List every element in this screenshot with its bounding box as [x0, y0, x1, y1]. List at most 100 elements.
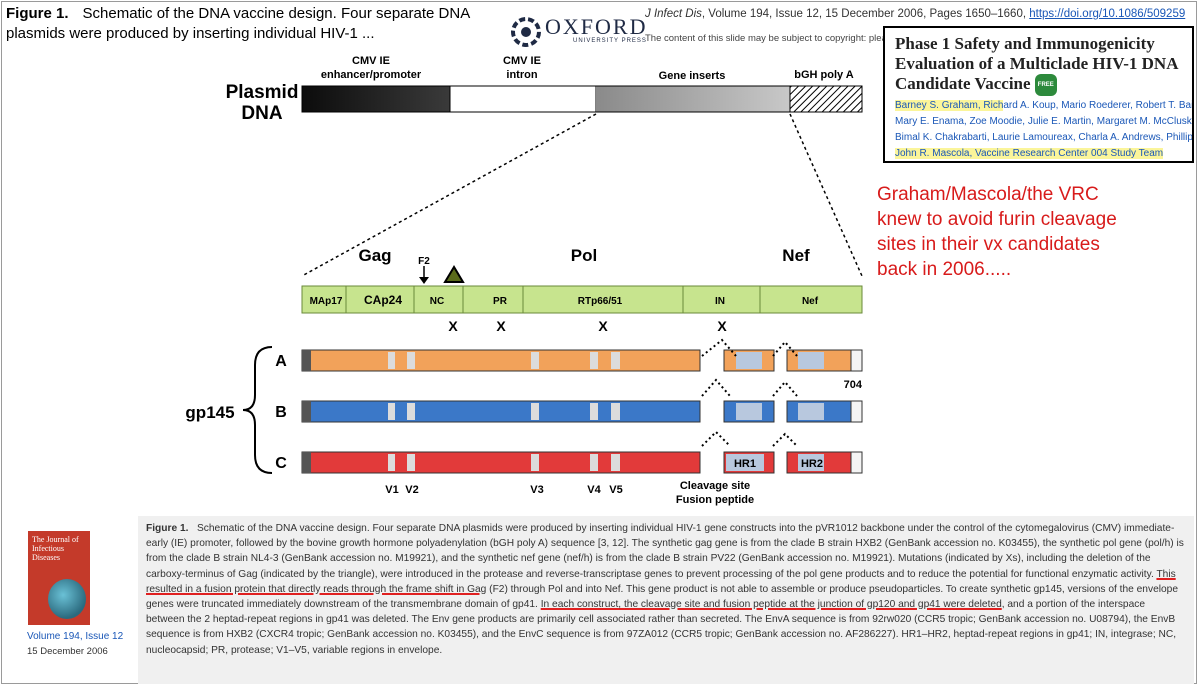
author-text: Bimal K. Chakrabarti, Laurie Lamoureax, … — [895, 132, 1194, 143]
construct-label-a: A — [275, 353, 287, 370]
variable-region-label: V1 — [385, 484, 398, 496]
cover-illustration — [48, 579, 86, 619]
construct-label-b: B — [275, 404, 287, 421]
frameshift-label: F2 — [418, 256, 430, 267]
mutation-x-mark: X — [598, 318, 608, 334]
paper-card[interactable]: Phase 1 Safety and Immunogenicity Evalua… — [883, 26, 1194, 163]
author-line-4[interactable]: John R. Mascola, Vaccine Research Center… — [895, 148, 1163, 159]
cytoplasmic-tail-block — [851, 350, 862, 371]
author-highlight: Barney S. Graham, Rich — [895, 100, 1003, 111]
segment-label-cmv-intron: intron — [506, 69, 537, 81]
author-line-1[interactable]: Barney S. Graham, Richard A. Koup, Mario… — [895, 100, 1194, 111]
variable-region-label: V5 — [609, 484, 622, 496]
variable-region-label: V2 — [405, 484, 418, 496]
gp145-brace — [243, 347, 272, 473]
zoom-line-left — [302, 114, 596, 276]
free-badge: FREE — [1035, 74, 1057, 96]
author-text: ard A. Koup, Mario Roederer, Robert T. B… — [1003, 100, 1194, 111]
issue-date: 15 December 2006 — [27, 646, 108, 657]
variable-region-block — [531, 403, 539, 420]
variable-region-block — [590, 454, 598, 471]
frameshift-arrowhead-icon — [419, 277, 429, 284]
segment-label-cmv-enhancer: CMV IE — [352, 55, 390, 67]
plasmid-label: Plasmid — [226, 82, 299, 103]
mutation-x-mark: X — [496, 318, 506, 334]
plasmid-segment-cmv-intron — [450, 86, 596, 112]
deletion-triangle-icon — [445, 267, 463, 282]
author-line-3[interactable]: Bimal K. Chakrabarti, Laurie Lamoureax, … — [895, 132, 1194, 143]
construct-c-main — [302, 452, 700, 473]
gene-domain-in: IN — [715, 296, 725, 307]
gene-domain-map17: MAp17 — [310, 296, 343, 307]
plasmid-segment-bgh — [790, 86, 862, 112]
vaccine-schematic: Plasmid DNA CMV IE enhancer/promoter CMV… — [0, 0, 880, 515]
gene-domain-rt: RTp66/51 — [578, 296, 623, 307]
signal-peptide-block — [302, 350, 311, 371]
plasmid-segment-cmv-enhancer — [302, 86, 450, 112]
hr2-block — [798, 352, 824, 369]
author-highlight: John R. Mascola, Vaccine Research Center… — [895, 148, 1163, 159]
gene-domain-nc: NC — [430, 296, 444, 307]
author-text: Mary E. Enama, Zoe Moodie, Julie E. Mart… — [895, 116, 1194, 127]
gene-label-gag: Gag — [358, 246, 391, 265]
variable-region-block — [611, 352, 620, 369]
hr1-label: HR1 — [734, 458, 756, 470]
gene-domain-pr: PR — [493, 296, 508, 307]
deletion-hat — [702, 380, 730, 396]
annotation-line: sites in their vx candidates — [877, 232, 1177, 257]
segment-label-gene-inserts: Gene inserts — [659, 70, 726, 82]
env-constructs — [302, 350, 862, 473]
gp145-label: gp145 — [185, 403, 234, 422]
deletion-hat — [702, 432, 730, 446]
hr2-block — [798, 403, 824, 420]
mutation-x-mark: X — [717, 318, 727, 334]
variable-region-block — [407, 352, 415, 369]
signal-peptide-block — [302, 401, 311, 422]
variable-region-label: V3 — [530, 484, 543, 496]
gene-domain-nef: Nef — [802, 296, 819, 307]
segment-label-cmv-intron: CMV IE — [503, 55, 541, 67]
variable-region-block — [611, 454, 620, 471]
variable-region-block — [388, 403, 395, 420]
segment-label-bgh: bGH poly A — [794, 69, 854, 81]
annotation-line: knew to avoid furin cleavage — [877, 207, 1177, 232]
annotation-line: Graham/Mascola/the VRC — [877, 182, 1177, 207]
residue-number: 704 — [844, 379, 863, 391]
journal-cover-image[interactable]: The Journal of Infectious Diseases — [28, 531, 90, 625]
plasmid-label: DNA — [241, 103, 282, 124]
plasmid-segment-gene-inserts — [596, 86, 790, 112]
journal-cover-title: The Journal of Infectious Diseases — [32, 535, 88, 562]
variable-region-block — [611, 403, 620, 420]
variable-region-block — [407, 403, 415, 420]
variable-region-block — [590, 403, 598, 420]
cytoplasmic-tail-block — [851, 401, 862, 422]
figure-caption-panel: Figure 1. Schematic of the DNA vaccine d… — [138, 516, 1194, 684]
variable-region-block — [388, 454, 395, 471]
deletion-hat — [773, 382, 797, 396]
volume-link[interactable]: Volume 194, Issue 12 — [27, 631, 123, 642]
deletion-hat — [773, 434, 797, 446]
hr2-label: HR2 — [801, 458, 823, 470]
construct-b-main — [302, 401, 700, 422]
construct-a-main — [302, 350, 700, 371]
figure-caption: Figure 1. Schematic of the DNA vaccine d… — [146, 521, 1186, 658]
annotation-line: back in 2006..... — [877, 257, 1177, 282]
hr1-block — [736, 352, 762, 369]
variable-region-block — [590, 352, 598, 369]
cytoplasmic-tail-block — [851, 452, 862, 473]
caption-text: Schematic of the DNA vaccine design. Fou… — [146, 523, 1184, 580]
variable-region-block — [407, 454, 415, 471]
construct-label-c: C — [275, 455, 287, 472]
fusion-peptide-label: Fusion peptide — [676, 494, 754, 506]
variable-region-block — [388, 352, 395, 369]
author-line-2[interactable]: Mary E. Enama, Zoe Moodie, Julie E. Mart… — [895, 116, 1194, 127]
mutation-x-mark: X — [448, 318, 458, 334]
gene-label-nef: Nef — [782, 246, 810, 265]
gene-domain-cap24: CAp24 — [364, 293, 402, 307]
variable-region-block — [531, 454, 539, 471]
cleavage-site-label: Cleavage site — [680, 480, 750, 492]
caption-label: Figure 1. — [146, 523, 188, 534]
hr1-block — [736, 403, 762, 420]
variable-region-block — [531, 352, 539, 369]
doi-link[interactable]: https://doi.org/10.1086/509259 — [1029, 8, 1185, 20]
